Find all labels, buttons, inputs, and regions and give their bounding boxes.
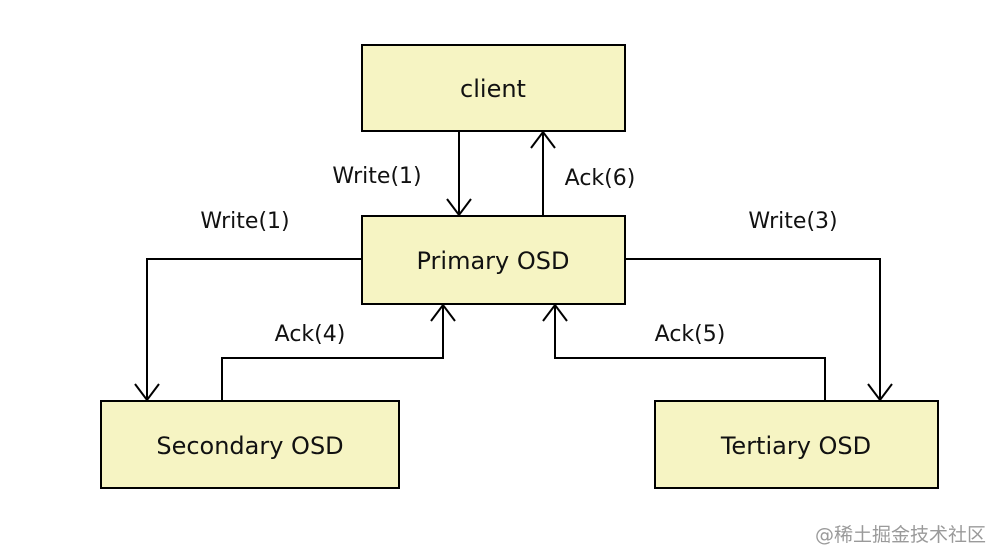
watermark-label: @稀土掘金技术社区 [814,524,986,546]
tertiary-osd-box [654,400,939,489]
primary-to-tertiary-arrowhead [867,383,893,402]
primary-to-client-label: Ack(6) [565,166,636,191]
secondary-to-primary-label: Ack(4) [275,322,346,347]
client-label: client [460,75,526,103]
secondary-to-primary-line [221,305,444,401]
edge-secondary-to-primary-ack: Ack(4) [221,303,456,401]
primary-to-secondary-arrowhead [134,383,160,402]
tertiary-to-primary-line [554,305,826,401]
primary-to-tertiary-line [625,258,881,400]
edge-primary-to-tertiary-write: Write(3) [625,209,893,402]
edge-client-to-primary-write: Write(1) [332,131,472,217]
edge-tertiary-to-primary-ack: Ack(5) [542,303,826,401]
primary-to-tertiary-label: Write(3) [748,209,837,234]
client-box [361,44,626,132]
primary-osd-box [361,215,626,305]
edge-primary-to-secondary-write: Write(1) [134,209,362,402]
primary-to-client-arrowhead [530,130,556,149]
client-node: client [361,44,626,132]
primary-osd-label: Primary OSD [417,247,570,275]
primary-to-secondary-line [146,258,362,400]
secondary-osd-node: Secondary OSD [100,400,400,489]
tertiary-osd-node: Tertiary OSD [654,400,939,489]
tertiary-to-primary-arrowhead [542,303,568,322]
secondary-osd-label: Secondary OSD [156,432,343,460]
tertiary-osd-label: Tertiary OSD [720,432,871,460]
edge-primary-to-client-ack: Ack(6) [530,130,636,216]
secondary-to-primary-arrowhead [430,303,456,322]
primary-to-secondary-label: Write(1) [200,209,289,234]
client-to-primary-label: Write(1) [332,164,421,189]
secondary-osd-box [100,400,400,489]
client-to-primary-arrowhead [446,198,472,217]
tertiary-to-primary-label: Ack(5) [655,322,726,347]
primary-osd-node: Primary OSD [361,215,626,305]
